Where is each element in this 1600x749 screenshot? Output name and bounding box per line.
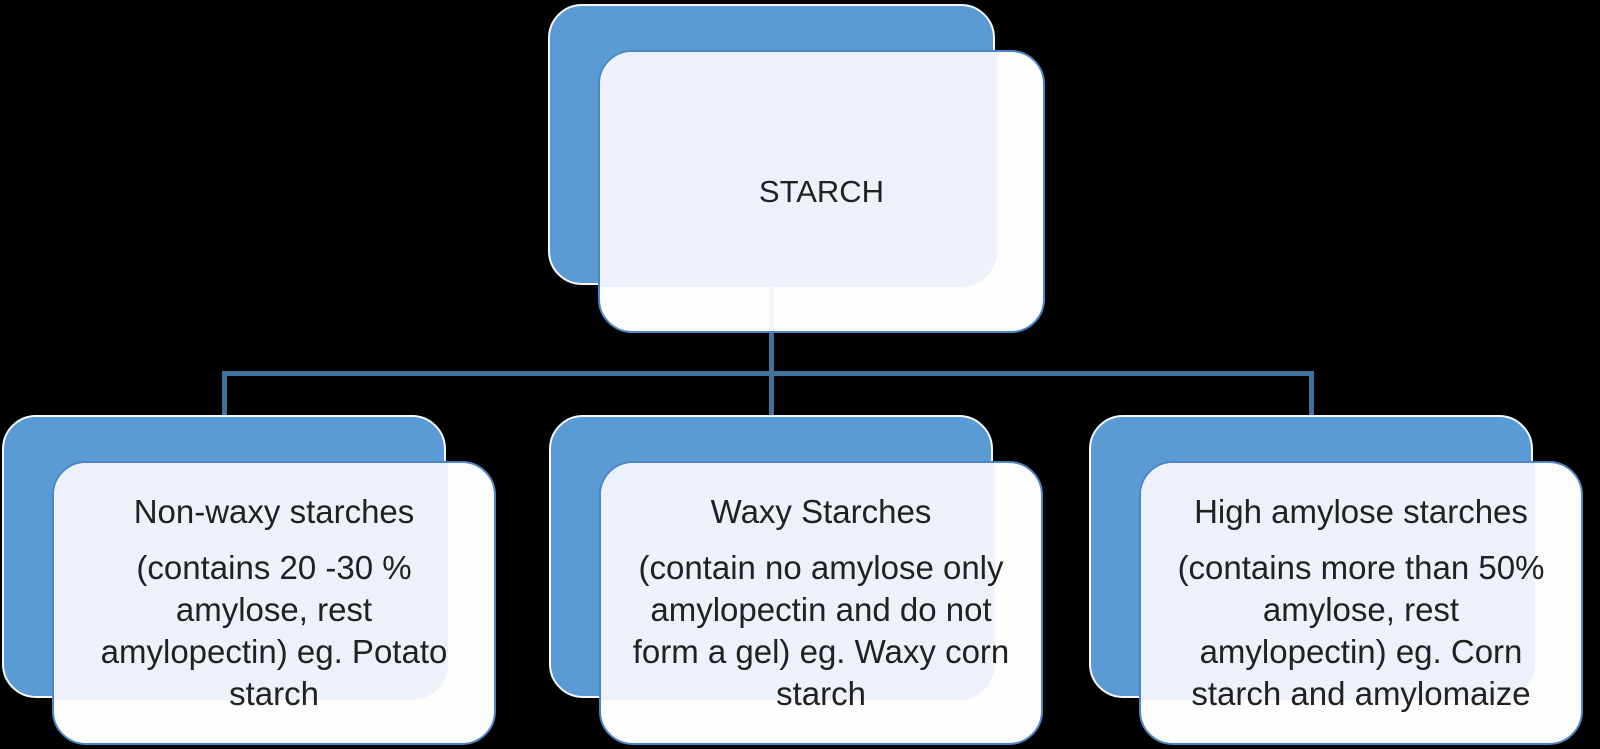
node-nonwaxy-tint <box>54 463 448 700</box>
node-nonwaxy-card: Non-waxy starches (contains 20 -30 % amy… <box>52 461 496 745</box>
node-waxy-body: (contain no amylose only amylopectin and… <box>632 549 1010 712</box>
node-nonwaxy-body: (contains 20 -30 % amylose, rest amylope… <box>100 549 448 712</box>
connector-drop-left <box>222 371 227 418</box>
node-nonwaxy-text: Non-waxy starches (contains 20 -30 % amy… <box>54 491 494 715</box>
node-waxy-text: Waxy Starches (contain no amylose only a… <box>601 491 1041 715</box>
connector-seethrough-line <box>769 287 774 331</box>
node-waxy-title: Waxy Starches <box>710 493 932 530</box>
connector-drop-middle <box>769 371 774 418</box>
node-highamylose-title: High amylose starches <box>1194 493 1528 530</box>
node-highamylose-card: High amylose starches (contains more tha… <box>1139 461 1583 745</box>
connector-drop-right <box>1309 371 1314 418</box>
connector-bus <box>222 371 1314 376</box>
node-highamylose-body: (contains more than 50% amylose, rest am… <box>1177 549 1545 712</box>
node-root-tint <box>600 52 997 287</box>
node-nonwaxy-title: Non-waxy starches <box>133 493 415 530</box>
node-root-text: STARCH <box>600 172 1043 212</box>
node-highamylose-tint <box>1141 463 1535 700</box>
node-root-title: STARCH <box>758 173 885 209</box>
node-waxy-tint <box>601 463 995 700</box>
node-waxy-card: Waxy Starches (contain no amylose only a… <box>599 461 1043 745</box>
node-highamylose-text: High amylose starches (contains more tha… <box>1141 491 1581 715</box>
node-root-card: STARCH <box>598 50 1045 333</box>
